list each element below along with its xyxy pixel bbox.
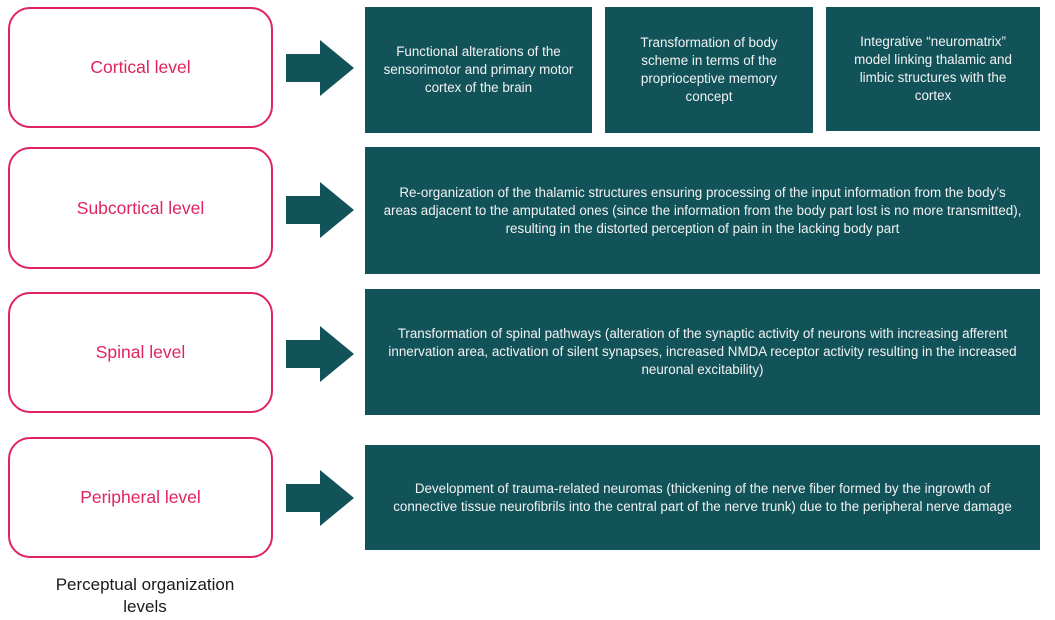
level-box-subcortical: Subcortical level [8,147,273,269]
arrow-right-icon [286,326,354,382]
description-box: Development of trauma-related neuromas (… [365,445,1040,550]
description-box: Transformation of spinal pathways (alter… [365,289,1040,415]
description-box: Re-organization of the thalamic structur… [365,147,1040,274]
arrow-right-icon [286,182,354,238]
level-box-cortical: Cortical level [8,7,273,128]
level-label: Spinal level [95,342,186,362]
description-box: Transformation of body scheme in terms o… [605,7,813,133]
arrow-right-icon [286,470,354,526]
level-label: Subcortical level [76,197,205,218]
level-label: Peripheral level [80,487,201,507]
description-box: Functional alterations of the sensorimot… [365,7,592,133]
level-box-peripheral: Peripheral level [8,437,273,558]
diagram-caption: Perceptual organization levels [55,575,235,616]
level-label: Cortical level [90,57,191,77]
level-box-spinal: Spinal level [8,292,273,413]
description-box: Integrative “neuromatrix” model linking … [826,7,1040,131]
arrow-right-icon [286,40,354,96]
